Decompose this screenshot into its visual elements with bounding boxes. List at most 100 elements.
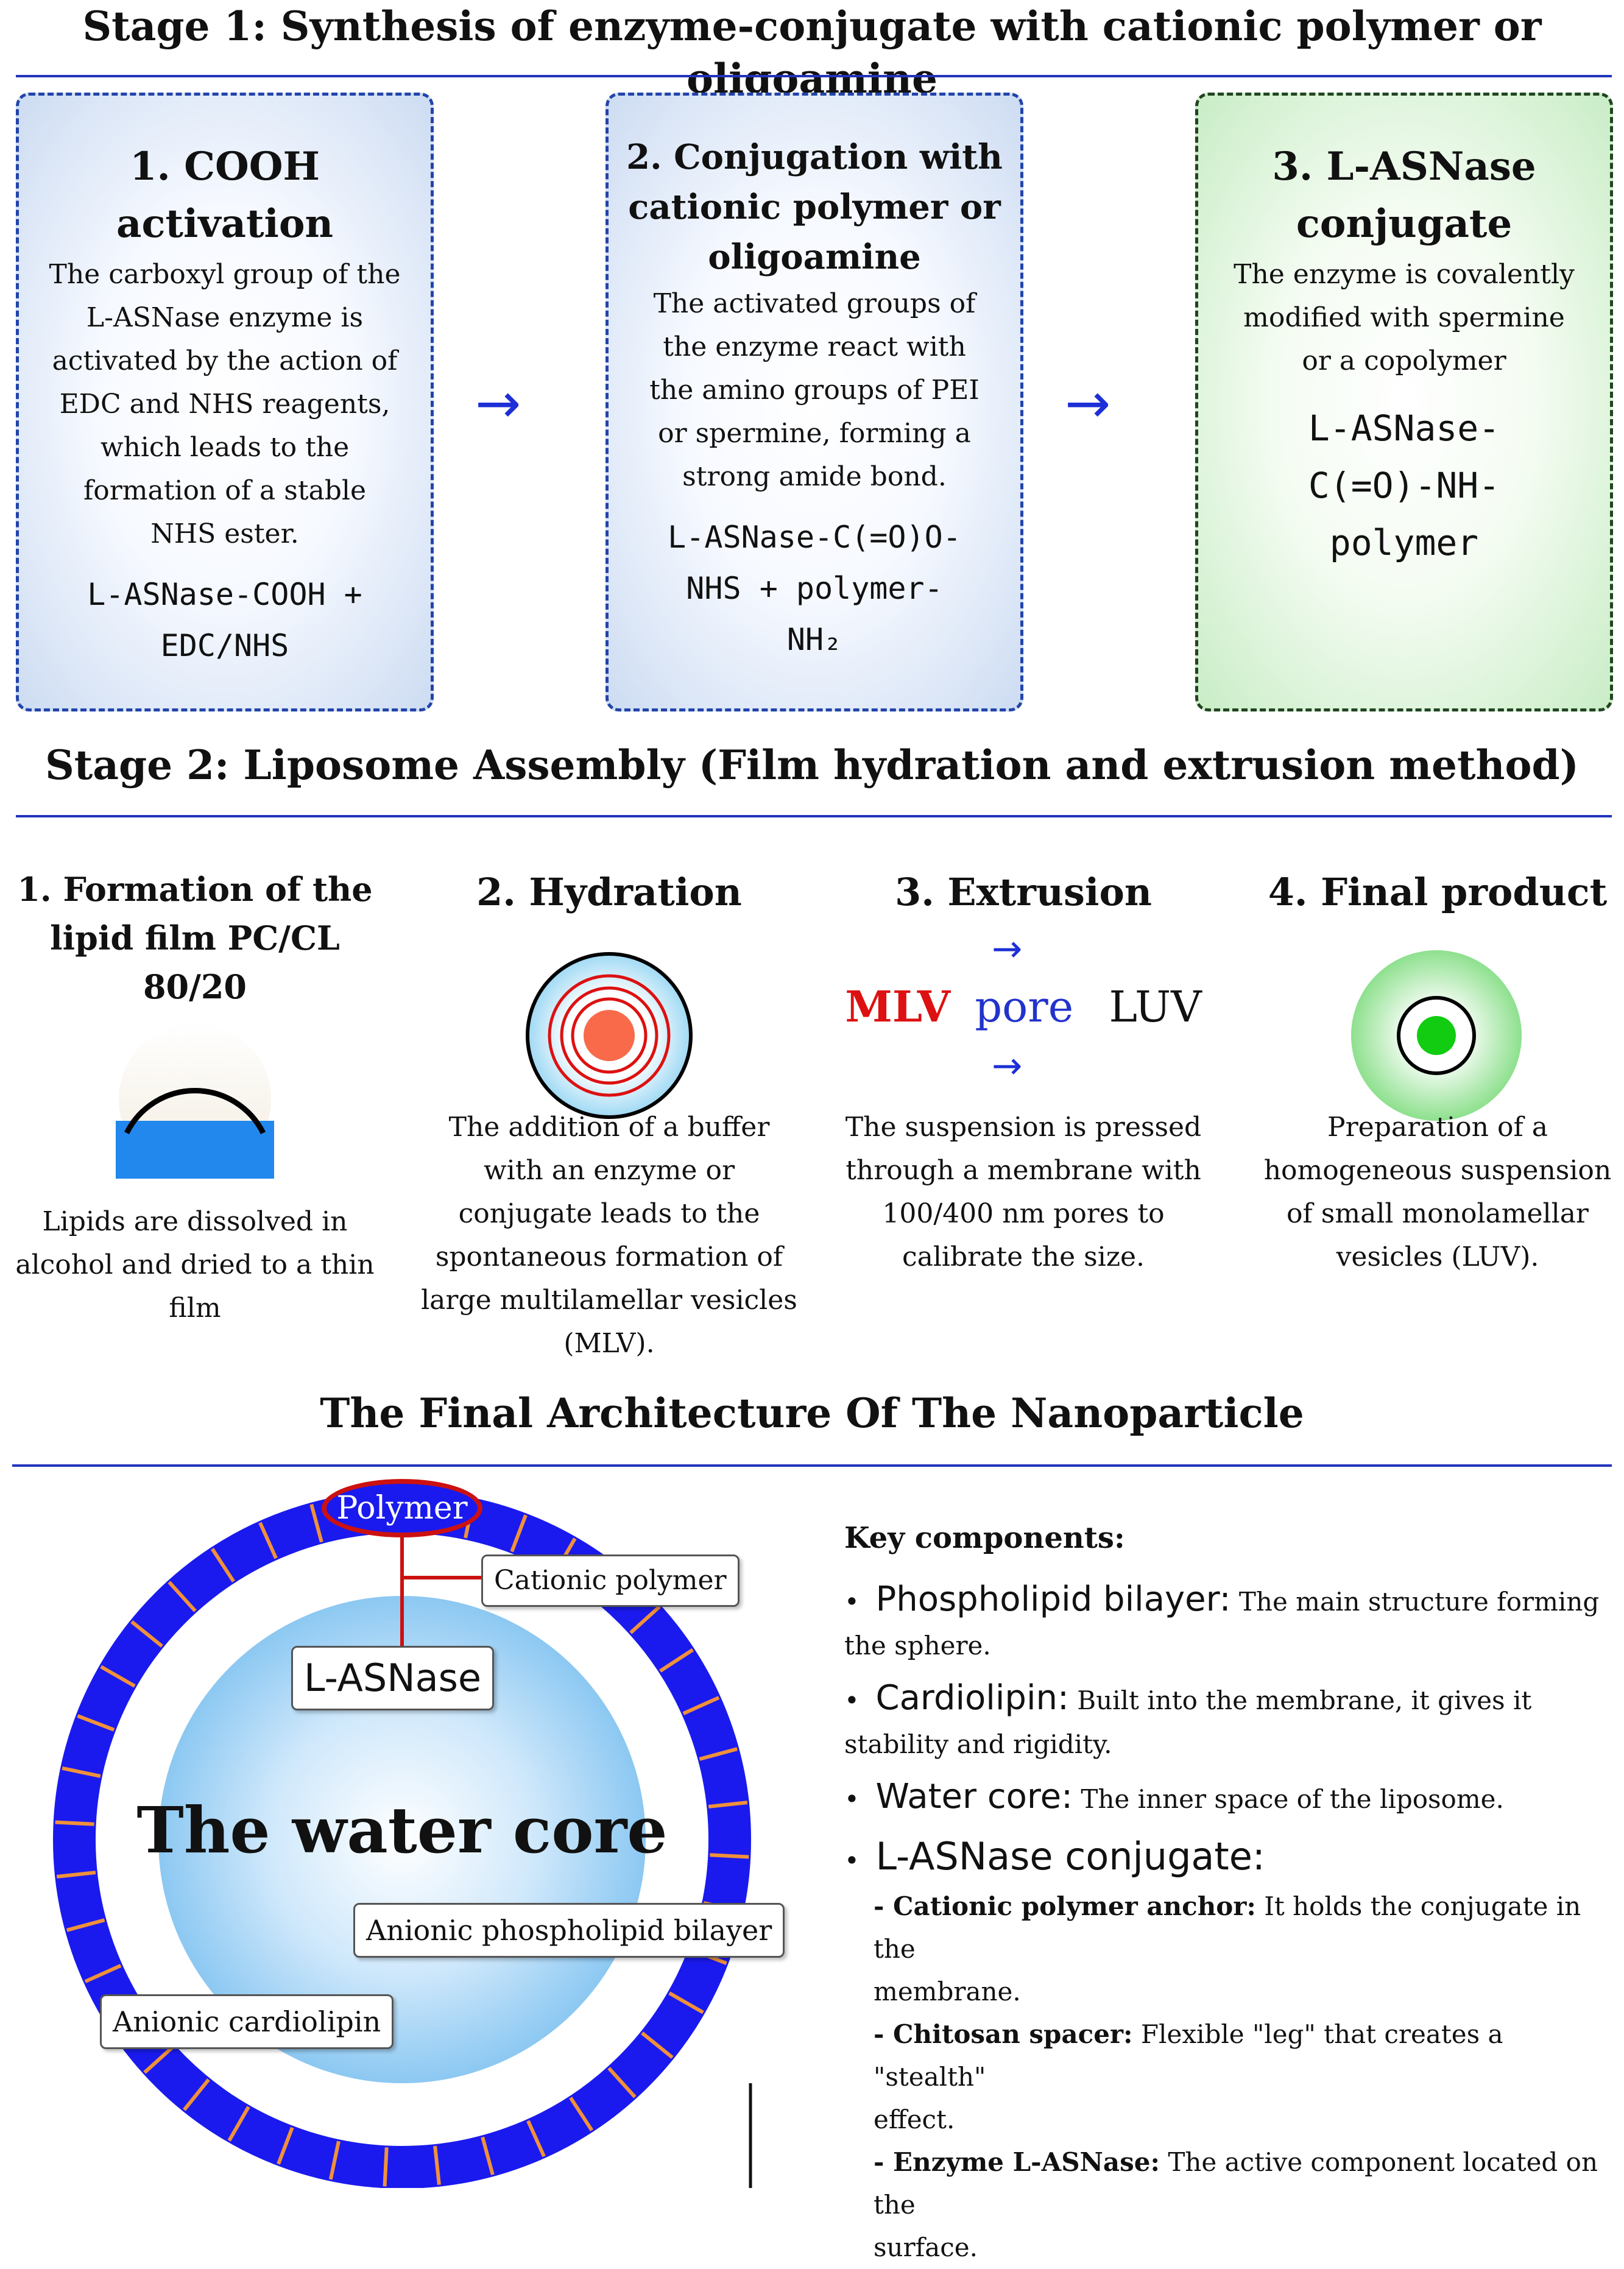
cardiolipin-tick <box>641 2031 674 2059</box>
step-title-line: lipid film PC/CL <box>50 919 340 958</box>
key-term: Water core: <box>875 1777 1073 1816</box>
cardiolipin-tick <box>182 2078 210 2111</box>
cardiolipin-label: Anionic cardiolipin <box>100 1994 394 2049</box>
cardiolipin-tick <box>143 2045 175 2074</box>
final-product-step: 4. Final product <box>1255 865 1620 920</box>
mlv-label: MLV <box>845 981 951 1032</box>
desc-line: spontaneous formation of <box>435 1241 783 1272</box>
sub-desc: The active component located on the <box>874 2147 1598 2220</box>
cardiolipin-tick <box>227 2106 250 2142</box>
cardiolipin-tick <box>210 1548 235 1583</box>
cardiolipin-tick <box>668 1991 704 2014</box>
key-term: Cardiolipin: <box>875 1678 1069 1718</box>
sub-list-item: - Cationic polymer anchor: It holds the … <box>874 1885 1618 2013</box>
cardiolipin-tick <box>526 2120 546 2158</box>
key-desc: stability and rigidity. <box>844 1729 1112 1759</box>
cardiolipin-tick <box>100 1665 136 1688</box>
step-title-line: oligoamine <box>708 237 921 277</box>
cardiolipin-tick <box>309 1503 323 1543</box>
key-components-list: • Phospholipid bilayer: The main structu… <box>844 1578 1618 2269</box>
cardiolipin-tick <box>277 2126 294 2165</box>
architecture-divider <box>12 1464 1612 1467</box>
flow-arrow-icon: → <box>1065 372 1111 436</box>
sub-desc: effect. <box>874 2105 955 2134</box>
step-title: 1. COOH activation <box>19 138 431 253</box>
cardiolipin-tick <box>659 1648 694 1673</box>
cardiolipin-tick <box>84 1964 122 1983</box>
polymer-anchor-marker: Polymer <box>322 1479 482 1537</box>
cationic-polymer-label: Cationic polymer <box>481 1554 740 1607</box>
cardiolipin-tick <box>77 1714 115 1732</box>
step-formula: L-ASNase-C(=O)O- NHS + polymer- NH₂ <box>609 512 1020 665</box>
multilamellar-vesicle-icon <box>526 952 693 1119</box>
desc-line: or a copolymer <box>1302 345 1506 376</box>
formula-line: NHS + polymer- <box>686 571 943 606</box>
step-title-line: 80/20 <box>143 967 247 1006</box>
desc-line: the enzyme react with <box>663 331 966 362</box>
bullet-icon: • <box>844 1846 876 1876</box>
step-title-line: 1. Formation of the <box>17 870 373 909</box>
desc-line: or spermine, forming a <box>658 418 971 449</box>
formula-line: EDC/NHS <box>160 628 289 663</box>
lipid-film-flask-icon <box>116 1023 274 1179</box>
desc-line: The enzyme is covalently <box>1234 259 1575 290</box>
list-item: • L-ASNase conjugate: <box>844 1835 1618 1883</box>
formula-line: C(=O)-NH- <box>1308 465 1500 506</box>
formula-line: L-ASNase-COOH + <box>87 577 362 612</box>
key-desc: The inner space of the liposome. <box>1073 1784 1504 1814</box>
bilayer-label: Anionic phospholipid bilayer <box>353 1903 785 1958</box>
sub-term: - Chitosan spacer: <box>874 2019 1133 2049</box>
cardiolipin-tick <box>510 1514 528 1553</box>
list-item: • Phospholipid bilayer: The main structu… <box>844 1578 1618 1668</box>
step-description: The carboxyl group of the L-ASNase enzym… <box>19 253 431 556</box>
list-item: • Water core: The inner space of the lip… <box>844 1775 1618 1821</box>
desc-line: with an enzyme or <box>484 1155 735 1186</box>
sub-desc: membrane. <box>874 1977 1021 2006</box>
stage1-divider <box>16 75 1612 77</box>
bullet-icon: • <box>844 1685 876 1715</box>
formula-line: L-ASNase- <box>1308 408 1500 449</box>
cardiolipin-tick <box>699 1747 738 1761</box>
step-title: 1. Formation of the lipid film PC/CL 80/… <box>12 865 378 1011</box>
sub-desc: Flexible "leg" that creates a "stealth" <box>874 2019 1503 2092</box>
desc-line: NHS ester. <box>150 518 299 549</box>
sub-desc: It holds the conjugate in the <box>874 1891 1581 1964</box>
step-description: Preparation of a homogeneous suspension … <box>1249 1106 1624 1279</box>
sub-term: - Cationic polymer anchor: <box>874 1891 1256 1921</box>
cardiolipin-tick <box>433 2145 441 2186</box>
desc-line: The addition of a buffer <box>448 1112 770 1143</box>
desc-line: L-ASNase enzyme is <box>86 302 364 333</box>
desc-line: vesicles (LUV). <box>1336 1241 1539 1272</box>
cardiolipin-tick <box>56 1871 96 1879</box>
sub-list-item: - Chitosan spacer: Flexible "leg" that c… <box>874 2013 1618 2141</box>
cardiolipin-tick <box>62 1766 101 1778</box>
sub-list-item: - Enzyme L-ASNase: The active component … <box>874 2141 1618 2269</box>
formula-line: NH₂ <box>786 622 842 657</box>
enzyme-label: L-ASNase <box>291 1646 495 1710</box>
cardiolipin-tick <box>55 1820 94 1826</box>
step-formula: L-ASNase-COOH + EDC/NHS <box>19 569 431 671</box>
cardiolipin-tick <box>481 2136 495 2176</box>
desc-line: The suspension is pressed <box>845 1112 1202 1143</box>
step-description: The addition of a buffer with an enzyme … <box>420 1106 798 1365</box>
desc-line: The activated groups of <box>653 288 976 319</box>
desc-line: homogeneous suspension <box>1263 1155 1612 1186</box>
step-conjugate-result-box: 3. L-ASNase conjugate The enzyme is cova… <box>1195 93 1613 711</box>
cardiolipin-tick <box>383 2147 389 2187</box>
luv-label: LUV <box>1109 982 1202 1032</box>
step-title: 3. L-ASNase conjugate <box>1198 138 1610 253</box>
stage2-title: Stage 2: Liposome Assembly (Film hydrati… <box>45 741 1579 789</box>
desc-line: of small monolamellar <box>1287 1198 1589 1229</box>
key-desc: The main structure forming <box>1230 1587 1600 1617</box>
step-title: 4. Final product <box>1268 870 1608 914</box>
cardiolipin-tick <box>682 1696 720 1715</box>
desc-line: through a membrane with <box>846 1155 1201 1186</box>
desc-line: alcohol and dried to a thin <box>15 1249 375 1280</box>
desc-line: film <box>169 1293 221 1324</box>
cardiolipin-tick <box>130 1620 163 1648</box>
cardiolipin-tick <box>569 2097 594 2131</box>
step-title: 2. Conjugation with cationic polymer or … <box>609 132 1020 282</box>
conjugate-sub-list: - Cationic polymer anchor: It holds the … <box>844 1885 1618 2269</box>
cardiolipin-tick <box>708 1801 748 1808</box>
pore-label: pore <box>975 982 1074 1032</box>
